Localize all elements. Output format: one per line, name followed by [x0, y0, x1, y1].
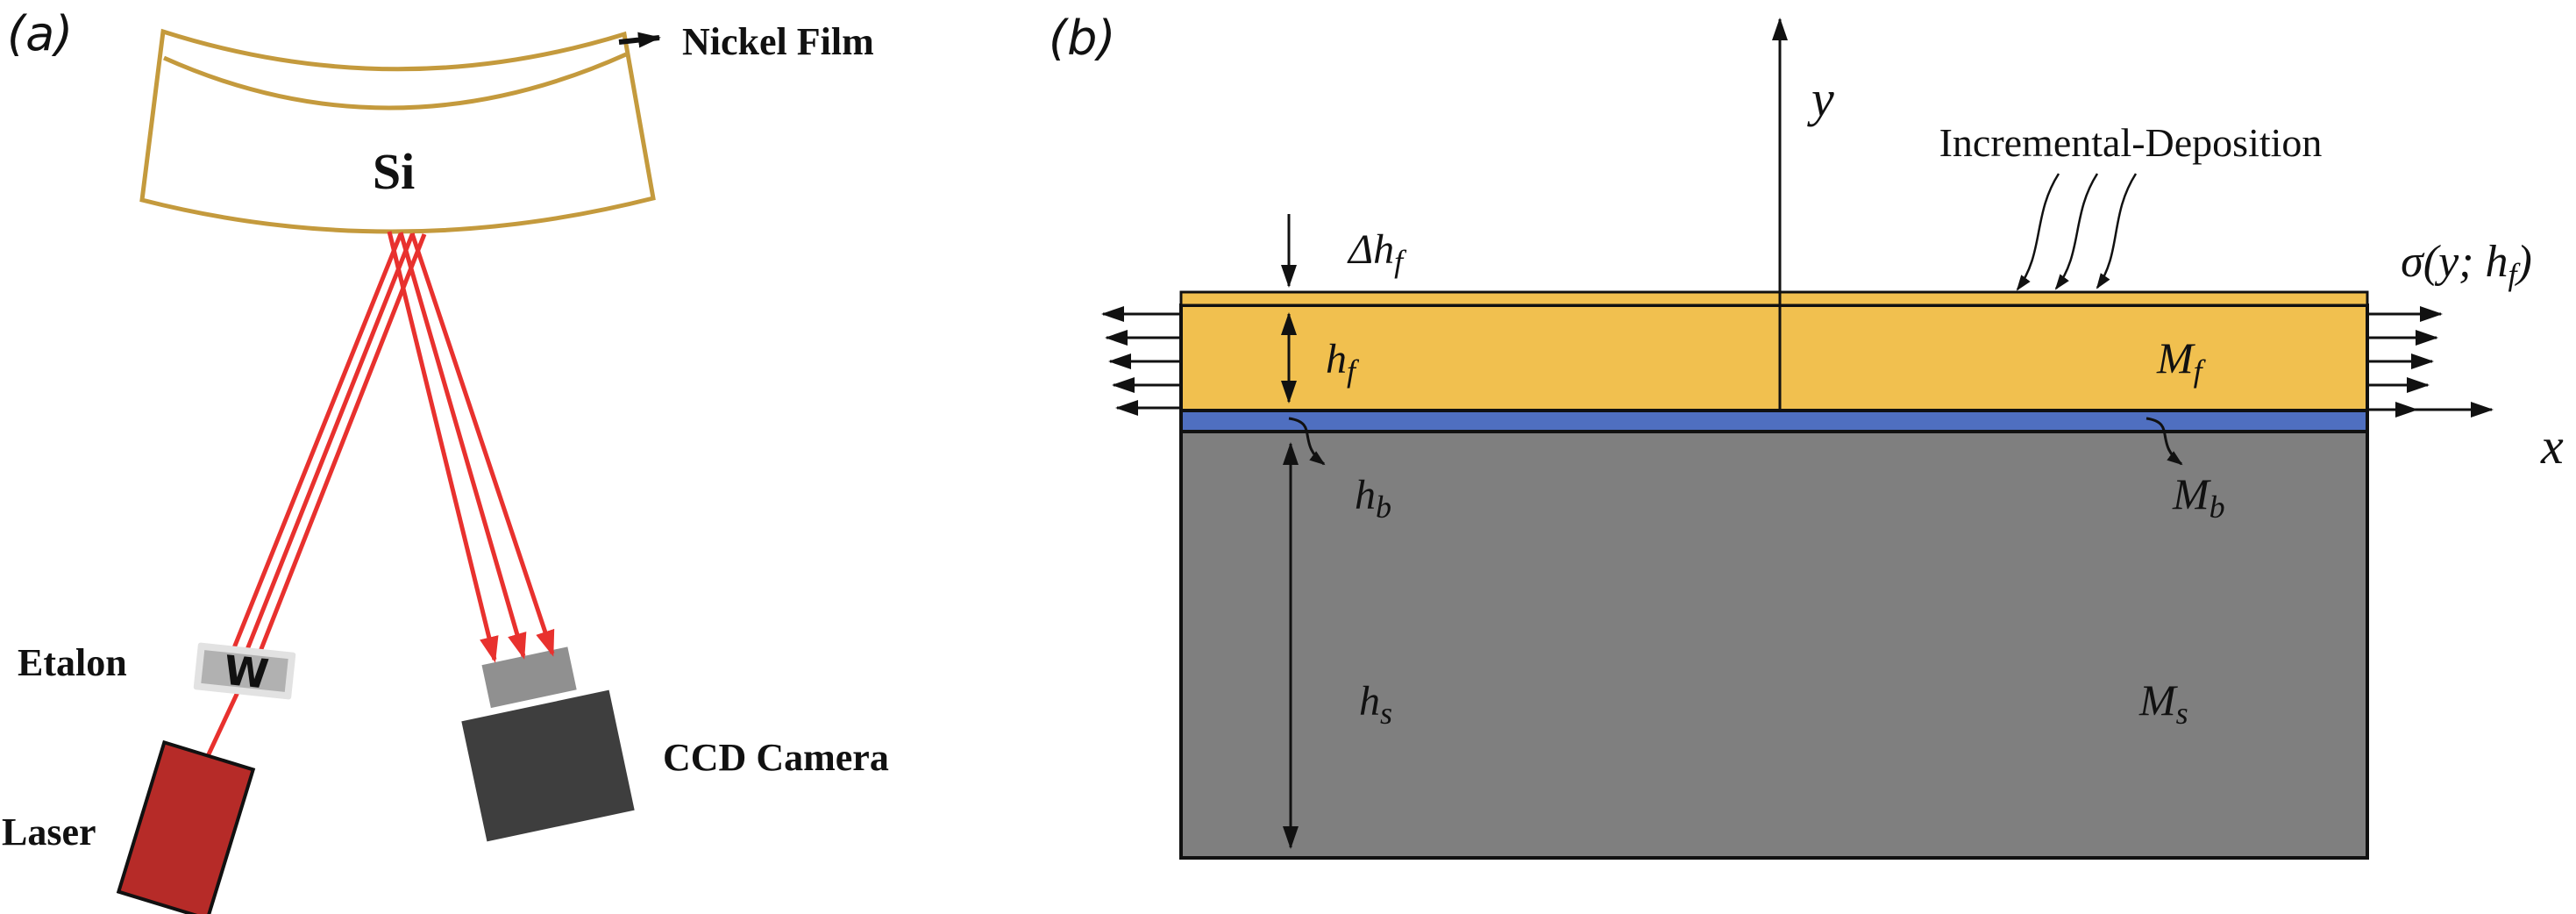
ms-label: Ms — [2138, 675, 2188, 731]
mf-main: M — [2156, 333, 2195, 382]
nickel-film-layer — [162, 52, 628, 111]
panel-a: (a) Si Nickel Film CCD Camera — [2, 6, 889, 914]
laser-beam-right-3 — [409, 232, 555, 657]
bond-layer — [1179, 409, 2369, 433]
si-label: Si — [373, 143, 415, 200]
sigma-label-close: ) — [2515, 237, 2532, 287]
deposition-arrow-1 — [2016, 173, 2060, 291]
mb-callout-arrow — [2145, 417, 2183, 466]
ccd-body — [461, 689, 635, 842]
ms-main: M — [2138, 675, 2178, 725]
beam-group-wafer-to-etalon — [205, 231, 427, 758]
panel-b-label: (b) — [1049, 11, 1115, 66]
laser-beam-right-1 — [387, 231, 499, 663]
si-wafer: Si — [139, 28, 656, 234]
sigma-label: σ(y; hf) — [2401, 237, 2532, 292]
panel-b: (b) y x σ(y; hf) — [1049, 11, 2564, 860]
mb-sub: b — [2210, 489, 2225, 525]
delta-hf-label: Δhf — [1347, 226, 1407, 279]
etalon-interference-glyph: W — [222, 646, 271, 698]
hb-sub: b — [1376, 489, 1391, 525]
laser-label: Laser — [2, 810, 96, 853]
laser-beam-left-3 — [253, 233, 427, 663]
nickel-film-arrow — [618, 32, 661, 48]
wafer-outline — [139, 28, 656, 234]
mb-label: Mb — [2172, 469, 2225, 525]
laser-beam-right-2 — [398, 232, 527, 660]
panel-a-label: (a) — [7, 6, 73, 61]
laser-beam-left-2 — [242, 232, 416, 657]
laser-body — [116, 739, 256, 914]
ms-sub: s — [2176, 696, 2188, 731]
etalon-glass — [201, 650, 288, 692]
y-axis-label: y — [1807, 70, 1834, 127]
incremental-deposition-label: Incremental-Deposition — [1939, 120, 2323, 165]
laser — [116, 739, 256, 914]
deposition-arrow-2 — [2054, 173, 2099, 290]
etalon: W — [193, 642, 296, 700]
ccd-sensor — [481, 646, 577, 709]
ccd-camera — [461, 646, 635, 842]
ccd-camera-label: CCD Camera — [663, 736, 889, 779]
substrate-layer — [1179, 430, 2369, 860]
deposition-arrow-3 — [2096, 173, 2138, 289]
laser-beam-left-1 — [231, 231, 404, 651]
sigma-label-main: σ(y; h — [2401, 237, 2508, 287]
hs-main: h — [1359, 678, 1380, 725]
hs-label: hs — [1359, 678, 1392, 731]
nickel-film-label: Nickel Film — [682, 20, 874, 63]
hb-main: h — [1355, 472, 1376, 518]
delta-hf-main: Δh — [1347, 226, 1394, 273]
deposition-arrows — [2016, 173, 2138, 291]
etalon-label: Etalon — [18, 641, 127, 684]
hb-callout-arrow — [1288, 417, 1326, 466]
delta-hf-sub: f — [1394, 244, 1407, 279]
stress-arrows-left — [1101, 306, 1179, 416]
laser-beam-source — [205, 687, 242, 758]
layer-stack — [1179, 290, 2369, 860]
stress-arrows-right — [2369, 306, 2443, 393]
mb-main: M — [2172, 469, 2211, 518]
hs-sub: s — [1380, 696, 1392, 731]
incremental-film-layer — [1179, 290, 2369, 307]
beam-group-wafer-to-ccd — [387, 231, 555, 663]
hb-label: hb — [1355, 472, 1391, 525]
hf-main: h — [1326, 336, 1347, 382]
x-axis-label: x — [2540, 418, 2564, 475]
